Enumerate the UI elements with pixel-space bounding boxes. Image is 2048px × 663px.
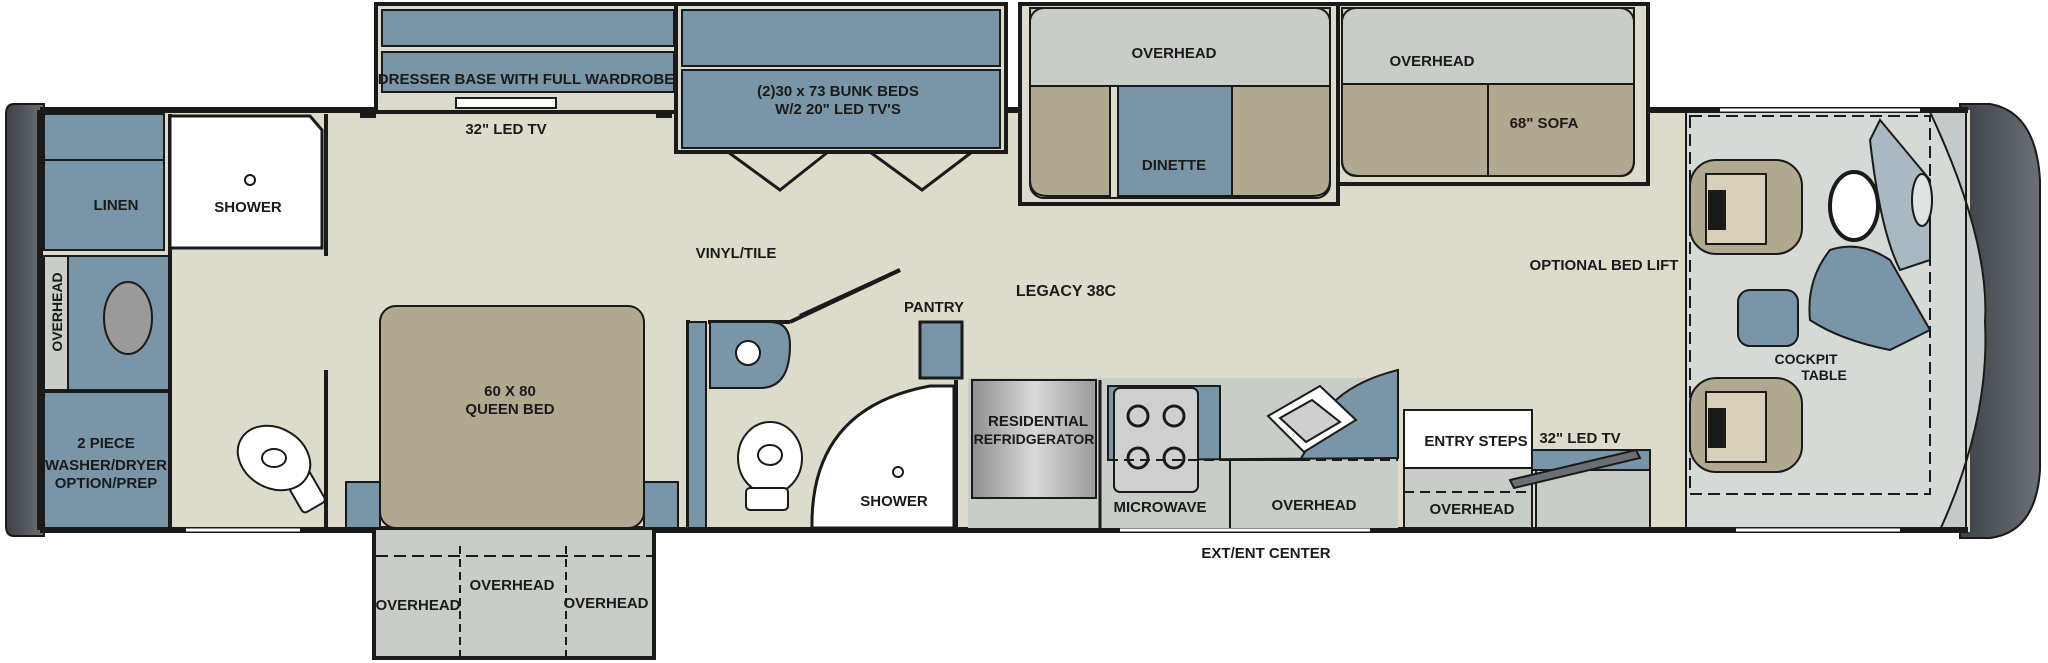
label-dinette: DINETTE xyxy=(1142,157,1206,174)
label-fridge-1: RESIDENTIAL xyxy=(988,413,1088,430)
label-shower-mid: SHOWER xyxy=(860,493,928,510)
label-dresser: DRESSER BASE WITH FULL WARDROBE xyxy=(378,71,674,88)
label-washer-3: OPTION/PREP xyxy=(55,475,158,492)
label-overhead-slide-left: OVERHEAD xyxy=(375,597,460,614)
label-overhead-rear: OVERHEAD xyxy=(49,272,65,351)
kitchen-sink-icon xyxy=(1266,384,1358,454)
label-bunk-2: W/2 20" LED TV'S xyxy=(775,101,901,118)
label-ext-center: EXT/ENT CENTER xyxy=(1201,545,1330,562)
label-bunk-1: (2)30 x 73 BUNK BEDS xyxy=(757,83,919,100)
label-front-tv: 32" LED TV xyxy=(1539,430,1620,447)
steering-wheel-icon xyxy=(1828,170,1880,242)
label-washer-2: WASHER/DRYER xyxy=(45,457,167,474)
label-overhead-dinette: OVERHEAD xyxy=(1131,45,1216,62)
queen-bed xyxy=(379,305,645,529)
label-cockpit-1: COCKPIT xyxy=(1775,351,1838,367)
nightstand-left xyxy=(345,481,381,529)
nightstand-right xyxy=(643,481,679,529)
sink-icon xyxy=(103,281,153,355)
label-cockpit-2: TABLE xyxy=(1801,367,1847,383)
driver-console xyxy=(1808,118,1932,352)
label-sofa: 68" SOFA xyxy=(1510,115,1579,132)
linen-cabinet xyxy=(43,113,165,251)
cockpit-table xyxy=(1737,289,1799,347)
label-overhead-slide-mid: OVERHEAD xyxy=(469,577,554,594)
toilet-icon xyxy=(236,424,326,514)
label-pantry: PANTRY xyxy=(904,299,964,316)
label-overhead-slide-right: OVERHEAD xyxy=(563,595,648,612)
label-overhead-entry: OVERHEAD xyxy=(1429,501,1514,518)
label-bed-1: 60 X 80 xyxy=(484,383,536,400)
label-bedroom-tv: 32" LED TV xyxy=(465,121,546,138)
label-fridge-2: REFRIDGERATOR xyxy=(974,431,1095,447)
bottom-slide xyxy=(372,526,656,660)
label-shower-rear: SHOWER xyxy=(214,199,282,216)
front-cap xyxy=(1959,103,2041,539)
cooktop-icon xyxy=(1113,387,1199,493)
label-washer-1: 2 PIECE xyxy=(77,435,135,452)
label-model: LEGACY 38C xyxy=(1016,283,1117,300)
label-overhead-sofa: OVERHEAD xyxy=(1389,53,1474,70)
label-bed-lift: OPTIONAL BED LIFT xyxy=(1530,257,1679,274)
toilet-icon-mid xyxy=(737,421,803,511)
label-microwave: MICROWAVE xyxy=(1113,499,1206,516)
washer-dryer xyxy=(43,391,171,529)
mid-shower xyxy=(810,384,956,530)
refrigerator xyxy=(971,379,1097,499)
pantry xyxy=(918,320,964,380)
bedroom-tv xyxy=(455,97,557,109)
label-bed-2: QUEEN BED xyxy=(465,401,554,418)
label-overhead-kitchen: OVERHEAD xyxy=(1271,497,1356,514)
label-entry-steps: ENTRY STEPS xyxy=(1424,433,1527,450)
passenger-seat-bottom xyxy=(1689,377,1803,473)
front-tv xyxy=(1508,448,1642,490)
label-vinyl: VINYL/TILE xyxy=(696,245,777,262)
rear-cap xyxy=(5,103,45,537)
passenger-seat-top xyxy=(1689,159,1803,255)
label-linen: LINEN xyxy=(94,197,139,214)
